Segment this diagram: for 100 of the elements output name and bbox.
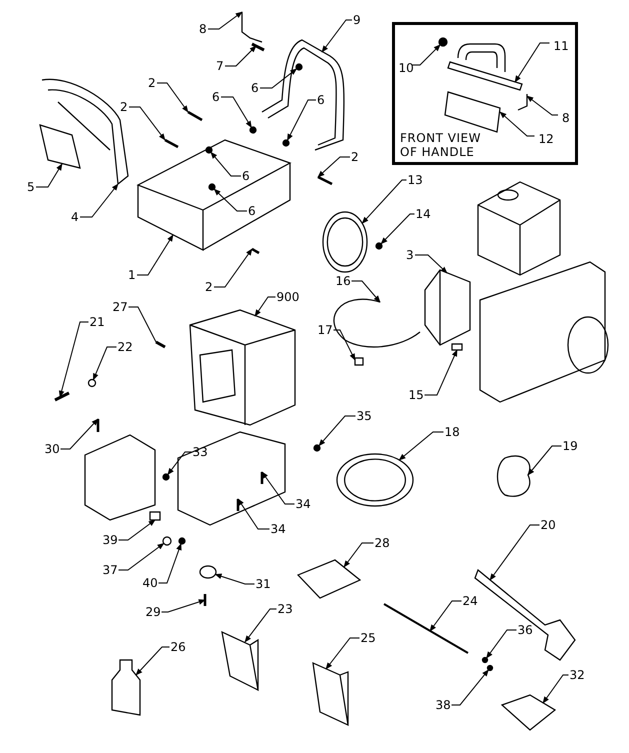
leader-line [238, 498, 270, 530]
leader-line [60, 418, 98, 450]
leader-line [167, 452, 192, 476]
leader-line [286, 100, 316, 141]
leader-line [260, 68, 298, 88]
leader-line [326, 638, 360, 670]
callout-number: 26 [170, 640, 186, 654]
callout-number: 24 [462, 594, 478, 608]
callout-number: 36 [518, 623, 533, 637]
leader-line [214, 574, 255, 584]
callout-number: 6 [317, 93, 325, 107]
callout-number: 6 [212, 90, 220, 104]
callout-number: 12 [538, 132, 554, 146]
hose-drawing [336, 453, 414, 507]
callout-number: 15 [408, 388, 424, 402]
callout-number: 37 [102, 563, 118, 577]
callout-number: 38 [436, 698, 451, 712]
callout-number: 39 [102, 533, 118, 547]
leader-line [526, 96, 558, 116]
nut-drawing [375, 242, 383, 250]
nut-drawing [162, 473, 170, 481]
bolt-drawing [260, 472, 264, 484]
leader-line [362, 180, 407, 224]
leader-line [333, 330, 356, 361]
foot-drawing [199, 565, 217, 579]
callout-number: 25 [360, 631, 376, 645]
callout-number: 6 [248, 204, 256, 218]
o-ring-drawing [486, 664, 494, 672]
leader-line [156, 82, 188, 113]
callout-number: 20 [540, 518, 556, 532]
leader-line [514, 42, 550, 83]
manual-drawing [312, 662, 349, 726]
callout-number: 4 [71, 210, 79, 224]
bolt-drawing [251, 248, 260, 254]
callout-number: 31 [256, 577, 271, 591]
leader-line [344, 542, 374, 568]
callout-number: 27 [112, 300, 128, 314]
leader-line [224, 46, 256, 66]
leader-line [136, 234, 174, 276]
callout-number: 14 [416, 207, 431, 221]
leader-line [528, 446, 562, 476]
pin-drawing [518, 94, 528, 111]
nut-drawing [178, 537, 186, 545]
leader-line [262, 471, 295, 504]
leader-line [254, 296, 276, 317]
callout-number: 19 [562, 439, 578, 453]
callout-number: 7 [216, 59, 224, 73]
manual-drawing [221, 631, 259, 692]
leader-line [220, 96, 252, 128]
callout-number: 30 [44, 442, 60, 456]
callout-number: 900 [276, 290, 300, 304]
callout-number: 1 [128, 268, 136, 282]
bolt-drawing [236, 499, 240, 511]
callout-number: 21 [90, 315, 105, 329]
leader-line [351, 280, 380, 303]
leader-line [128, 306, 156, 342]
leader-line [210, 152, 242, 176]
parts-bag-drawing [296, 559, 362, 599]
washer-drawing [88, 378, 96, 388]
callout-number: 9 [353, 13, 361, 27]
ring-drawing [162, 536, 172, 546]
callout-number: 10 [398, 61, 414, 75]
callout-number: 11 [554, 39, 569, 53]
leader-line [214, 188, 248, 212]
callout-number: 34 [296, 497, 311, 511]
key-drawing [155, 340, 166, 348]
callout-number: 22 [118, 340, 133, 354]
callout-number: 5 [27, 180, 35, 194]
leader-line [424, 349, 458, 396]
pin-drawing [241, 12, 262, 43]
callout-number: 2 [351, 150, 359, 164]
inset-panel [392, 22, 578, 165]
nut-drawing [313, 444, 321, 452]
leader-line [58, 322, 89, 398]
callout-number: 17 [318, 323, 333, 337]
leader-line [161, 599, 206, 612]
callout-number: 35 [356, 409, 372, 423]
callout-number: 6 [251, 81, 259, 95]
leader-line [490, 524, 540, 581]
cart-frame-drawing [137, 139, 292, 251]
bolt-drawing [204, 594, 206, 606]
bolt-drawing [54, 392, 70, 402]
handle-drawing [261, 39, 345, 151]
leader-line [398, 432, 444, 460]
leader-line [542, 674, 569, 704]
leader-line [128, 106, 166, 141]
leader-line [451, 669, 489, 706]
oil-bottle-drawing [111, 659, 141, 716]
plate-drawing [447, 61, 523, 91]
callout-number: 29 [146, 605, 161, 619]
callout-number: 2 [205, 280, 213, 294]
fitting-drawing [149, 511, 161, 521]
wand-drawing [384, 603, 468, 654]
hose-drawing [333, 298, 420, 348]
callout-number: 23 [278, 602, 293, 616]
callout-number: 34 [270, 522, 286, 536]
callout-number: 6 [242, 169, 250, 183]
tip-drawing [482, 656, 488, 664]
callout-number: 18 [444, 425, 460, 439]
nozzle-holder-drawing [496, 455, 530, 497]
